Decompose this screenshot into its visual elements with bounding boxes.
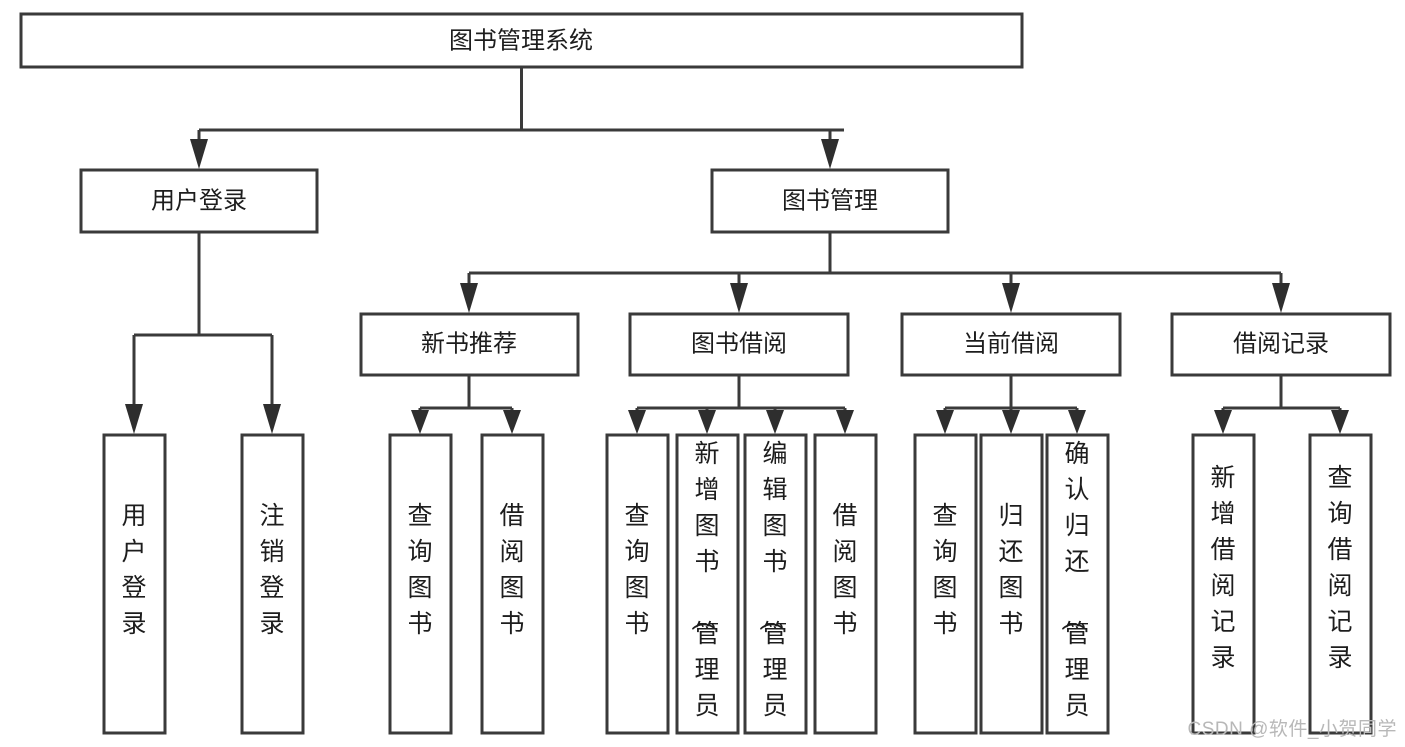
node-book-management-label: 图书管理 (782, 187, 878, 214)
node-leaf-confirm-return[interactable]: 确认归还（管理员） (1045, 433, 1110, 747)
arrowhead-leaf-query-record (1331, 410, 1349, 434)
node-current-borrow-label: 当前借阅 (963, 330, 1059, 357)
arrowhead-leaf-confirm-return (1068, 410, 1086, 434)
node-borrow-record[interactable]: 借阅记录 (1170, 312, 1392, 377)
node-leaf-user-logout-label: 注销登录 (259, 502, 284, 638)
node-leaf-query-book-3[interactable]: 查询图书 (913, 433, 978, 735)
arrowhead-book-borrow (730, 283, 748, 313)
arrowhead-leaf-return-book (1002, 410, 1020, 434)
connector-group-borrow-record (1214, 375, 1349, 434)
node-leaf-user-logout[interactable]: 注销登录 (240, 433, 305, 735)
arrowhead-leaf-add-book (698, 410, 716, 434)
arrowhead-leaf-user-login (125, 404, 143, 434)
node-leaf-add-book-label: 新增图书（管理员） (688, 440, 719, 747)
arrowhead-leaf-query-book-2 (628, 410, 646, 434)
arrowhead-leaf-edit-book (766, 410, 784, 434)
node-new-book-recommend-label: 新书推荐 (421, 330, 517, 357)
connector-group-current-borrow (936, 375, 1086, 434)
node-leaf-borrow-book-1[interactable]: 借阅图书 (480, 433, 545, 735)
connector-group-book-management (460, 232, 1290, 313)
node-current-borrow[interactable]: 当前借阅 (900, 312, 1122, 377)
node-book-borrow-label: 图书借阅 (691, 330, 787, 357)
node-new-book-recommend[interactable]: 新书推荐 (359, 312, 580, 377)
node-leaf-borrow-book-2-label: 借阅图书 (832, 502, 857, 638)
arrowhead-leaf-query-book-3 (936, 410, 954, 434)
node-root-label: 图书管理系统 (449, 27, 593, 54)
node-leaf-return-book[interactable]: 归还图书 (979, 433, 1044, 735)
node-leaf-add-book[interactable]: 新增图书（管理员） (675, 433, 740, 747)
node-user-login[interactable]: 用户登录 (79, 168, 319, 234)
arrowhead-leaf-query-book-1 (411, 410, 429, 434)
node-leaf-user-login-label: 用户登录 (121, 502, 146, 638)
node-leaf-user-login[interactable]: 用户登录 (102, 433, 167, 735)
node-leaf-query-record-label: 查询借阅记录 (1327, 464, 1352, 672)
node-leaf-edit-book-label: 编辑图书（管理员） (756, 440, 787, 747)
arrowhead-borrow-record (1272, 283, 1290, 313)
node-leaf-edit-book[interactable]: 编辑图书（管理员） (743, 433, 808, 747)
node-user-login-label: 用户登录 (151, 187, 247, 214)
arrowhead-user-login (190, 139, 208, 169)
arrowhead-leaf-add-record (1214, 410, 1232, 434)
node-book-management[interactable]: 图书管理 (710, 168, 950, 234)
node-leaf-query-book-2[interactable]: 查询图书 (605, 433, 670, 735)
node-leaf-query-book-3-label: 查询图书 (932, 502, 957, 638)
arrowhead-current-borrow (1002, 283, 1020, 313)
arrowhead-leaf-borrow-book-1 (503, 410, 521, 434)
arrowhead-book-management (821, 139, 839, 169)
node-leaf-confirm-return-label: 确认归还（管理员） (1058, 440, 1089, 747)
connector-group-new-book-recommend (411, 375, 521, 434)
node-leaf-return-book-label: 归还图书 (998, 502, 1023, 638)
arrowhead-new-book-recommend (460, 283, 478, 313)
node-leaf-query-record[interactable]: 查询借阅记录 (1308, 433, 1373, 735)
arrowhead-leaf-user-logout (263, 404, 281, 434)
node-book-borrow[interactable]: 图书借阅 (628, 312, 850, 377)
node-leaf-borrow-book-2[interactable]: 借阅图书 (813, 433, 878, 735)
connector-group-user-login (125, 232, 281, 434)
connector-group-root (190, 67, 844, 169)
node-borrow-record-label: 借阅记录 (1233, 330, 1329, 357)
node-root[interactable]: 图书管理系统 (19, 12, 1024, 69)
arrowhead-leaf-borrow-book-2 (836, 410, 854, 434)
node-leaf-query-book-1-label: 查询图书 (407, 502, 432, 638)
connector-group-book-borrow (628, 375, 854, 434)
node-leaf-query-book-2-label: 查询图书 (624, 502, 649, 638)
node-leaf-add-record-label: 新增借阅记录 (1210, 464, 1235, 672)
node-leaf-add-record[interactable]: 新增借阅记录 (1191, 433, 1256, 735)
node-leaf-query-book-1[interactable]: 查询图书 (388, 433, 453, 735)
node-leaf-borrow-book-1-label: 借阅图书 (499, 502, 524, 638)
